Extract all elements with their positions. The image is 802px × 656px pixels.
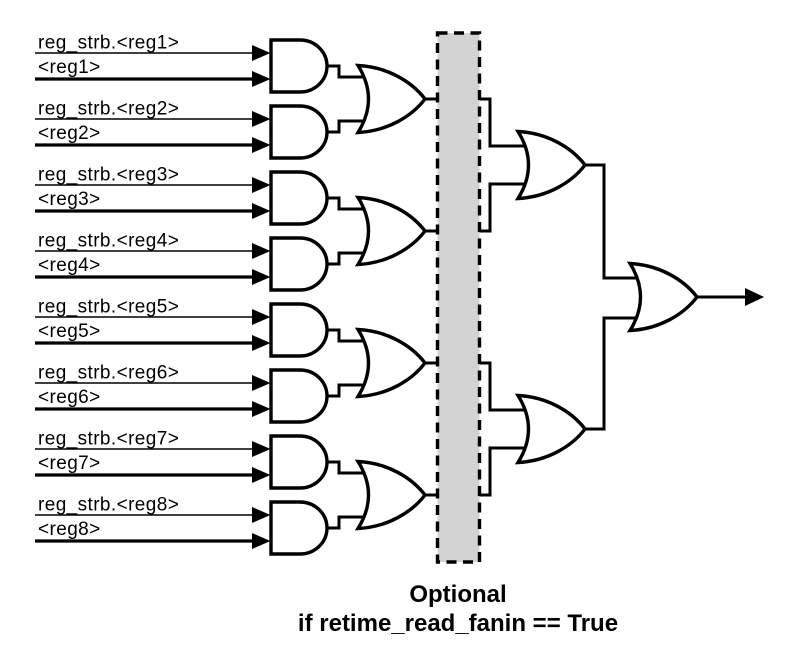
and-gate-5 bbox=[269, 302, 329, 358]
input-arrowhead-icon bbox=[252, 71, 271, 87]
input-label-strobe-2: reg_strb.<reg2> bbox=[38, 99, 179, 120]
input-label-strobe-6: reg_strb.<reg6> bbox=[38, 363, 179, 384]
input-label-strobe-4: reg_strb.<reg4> bbox=[38, 231, 179, 252]
input-label-reg-2: <reg2> bbox=[38, 123, 101, 144]
or-gate-3 bbox=[354, 327, 428, 399]
input-label-strobe-5: reg_strb.<reg5> bbox=[38, 297, 179, 318]
input-arrowhead-icon bbox=[252, 441, 271, 457]
and-gate-1 bbox=[269, 38, 329, 94]
and3-to-or-wire bbox=[327, 196, 372, 211]
wire-layer bbox=[35, 45, 764, 549]
and-gate-6 bbox=[269, 368, 329, 424]
gate-layer bbox=[269, 38, 700, 556]
input-arrowhead-icon bbox=[252, 533, 271, 549]
and6-to-or-wire bbox=[327, 383, 372, 398]
and5-to-or-wire bbox=[327, 328, 372, 343]
input-label-reg-5: <reg5> bbox=[38, 321, 101, 342]
or-gate-1 bbox=[354, 63, 428, 135]
or-gate-5 bbox=[514, 129, 588, 201]
input-arrowhead-icon bbox=[252, 309, 271, 325]
input-label-strobe-8: reg_strb.<reg8> bbox=[38, 495, 179, 516]
caption-line-1: Optional bbox=[409, 581, 506, 608]
caption-line-2: if retime_read_fanin == True bbox=[298, 610, 618, 637]
input-label-reg-3: <reg3> bbox=[38, 189, 101, 210]
input-label-reg-1: <reg1> bbox=[38, 57, 101, 78]
or-gate-2 bbox=[354, 195, 428, 267]
and-gate-7 bbox=[269, 434, 329, 490]
input-arrowhead-icon bbox=[252, 45, 271, 61]
input-label-strobe-7: reg_strb.<reg7> bbox=[38, 429, 179, 450]
input-arrowhead-icon bbox=[252, 401, 271, 417]
and8-to-or-wire bbox=[327, 515, 372, 530]
input-label-reg-6: <reg6> bbox=[38, 387, 101, 408]
or-gate-6 bbox=[514, 393, 588, 465]
input-arrowhead-icon bbox=[252, 177, 271, 193]
and4-to-or-wire bbox=[327, 251, 372, 266]
input-label-reg-8: <reg8> bbox=[38, 519, 101, 540]
input-arrowhead-icon bbox=[252, 507, 271, 523]
and1-to-or-wire bbox=[327, 64, 372, 79]
input-label-reg-4: <reg4> bbox=[38, 255, 101, 276]
input-arrowhead-icon bbox=[252, 467, 271, 483]
input-arrowhead-icon bbox=[252, 203, 271, 219]
and2-to-or-wire bbox=[327, 119, 372, 134]
input-label-strobe-3: reg_strb.<reg3> bbox=[38, 165, 179, 186]
and-gate-4 bbox=[269, 236, 329, 292]
input-arrowhead-icon bbox=[252, 243, 271, 259]
input-arrowhead-icon bbox=[252, 137, 271, 153]
input-arrowhead-icon bbox=[252, 335, 271, 351]
label-layer: reg_strb.<reg1> <reg1> reg_strb.<reg2> <… bbox=[38, 33, 618, 638]
input-arrowhead-icon bbox=[252, 111, 271, 127]
optional-retime-region bbox=[435, 31, 482, 564]
or6-to-final-wire bbox=[585, 316, 643, 431]
and-gate-8 bbox=[269, 500, 329, 556]
and-gate-3 bbox=[269, 170, 329, 226]
output-arrowhead-icon bbox=[745, 288, 764, 306]
input-arrowhead-icon bbox=[252, 375, 271, 391]
or5-to-final-wire bbox=[585, 163, 643, 280]
or-gate-final bbox=[626, 261, 700, 333]
input-label-reg-7: <reg7> bbox=[38, 453, 101, 474]
and7-to-or-wire bbox=[327, 460, 372, 475]
and-gate-2 bbox=[269, 104, 329, 160]
input-arrowhead-icon bbox=[252, 269, 271, 285]
or-gate-4 bbox=[354, 459, 428, 531]
input-label-strobe-1: reg_strb.<reg1> bbox=[38, 33, 179, 54]
